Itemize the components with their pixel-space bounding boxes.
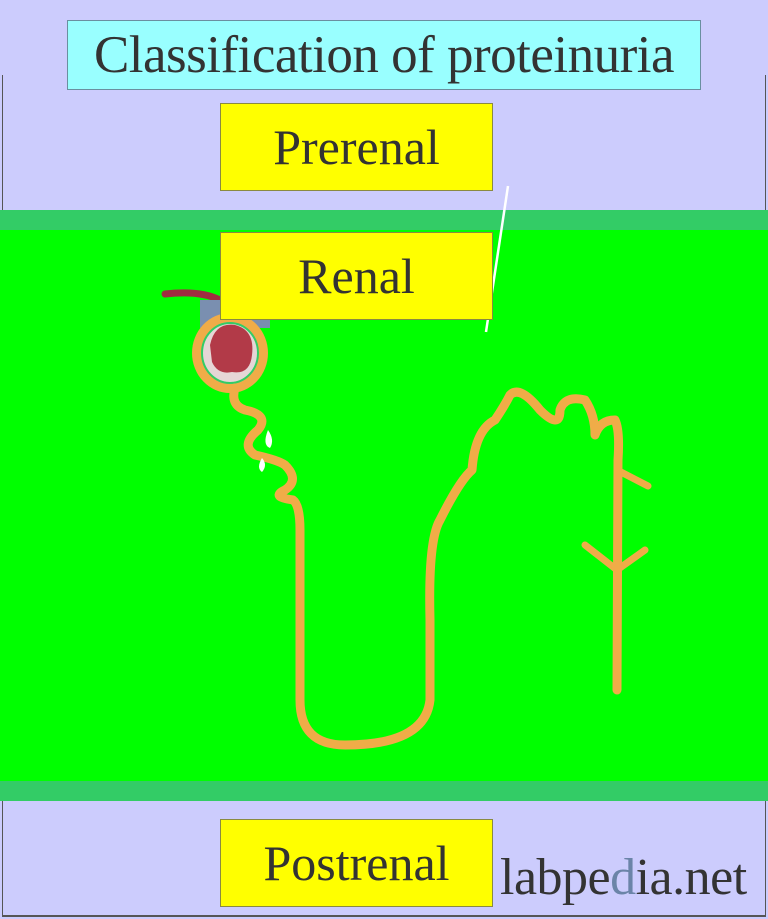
lower-band: [0, 781, 768, 801]
watermark-suffix: ia.net: [635, 849, 748, 906]
title-box: Classification of proteinuria: [67, 20, 701, 90]
watermark-highlight: d: [610, 849, 636, 906]
prerenal-label: Prerenal: [273, 119, 440, 175]
renal-box: Renal: [220, 232, 493, 320]
macula-densa-2: [259, 458, 265, 472]
glomerulus-icon: [210, 324, 253, 373]
renal-zone: [0, 230, 768, 781]
page-title: Classification of proteinuria: [93, 26, 675, 84]
postrenal-box: Postrenal: [220, 819, 493, 907]
watermark: labpedia.net: [500, 848, 747, 907]
prerenal-box: Prerenal: [220, 103, 493, 191]
renal-tubule: [229, 383, 624, 750]
upper-band: [0, 210, 768, 230]
renal-label: Renal: [298, 248, 415, 304]
collecting-duct-branches: [581, 466, 652, 574]
watermark-prefix: labpe: [500, 849, 611, 906]
postrenal-label: Postrenal: [263, 835, 450, 891]
macula-densa: [265, 430, 273, 448]
